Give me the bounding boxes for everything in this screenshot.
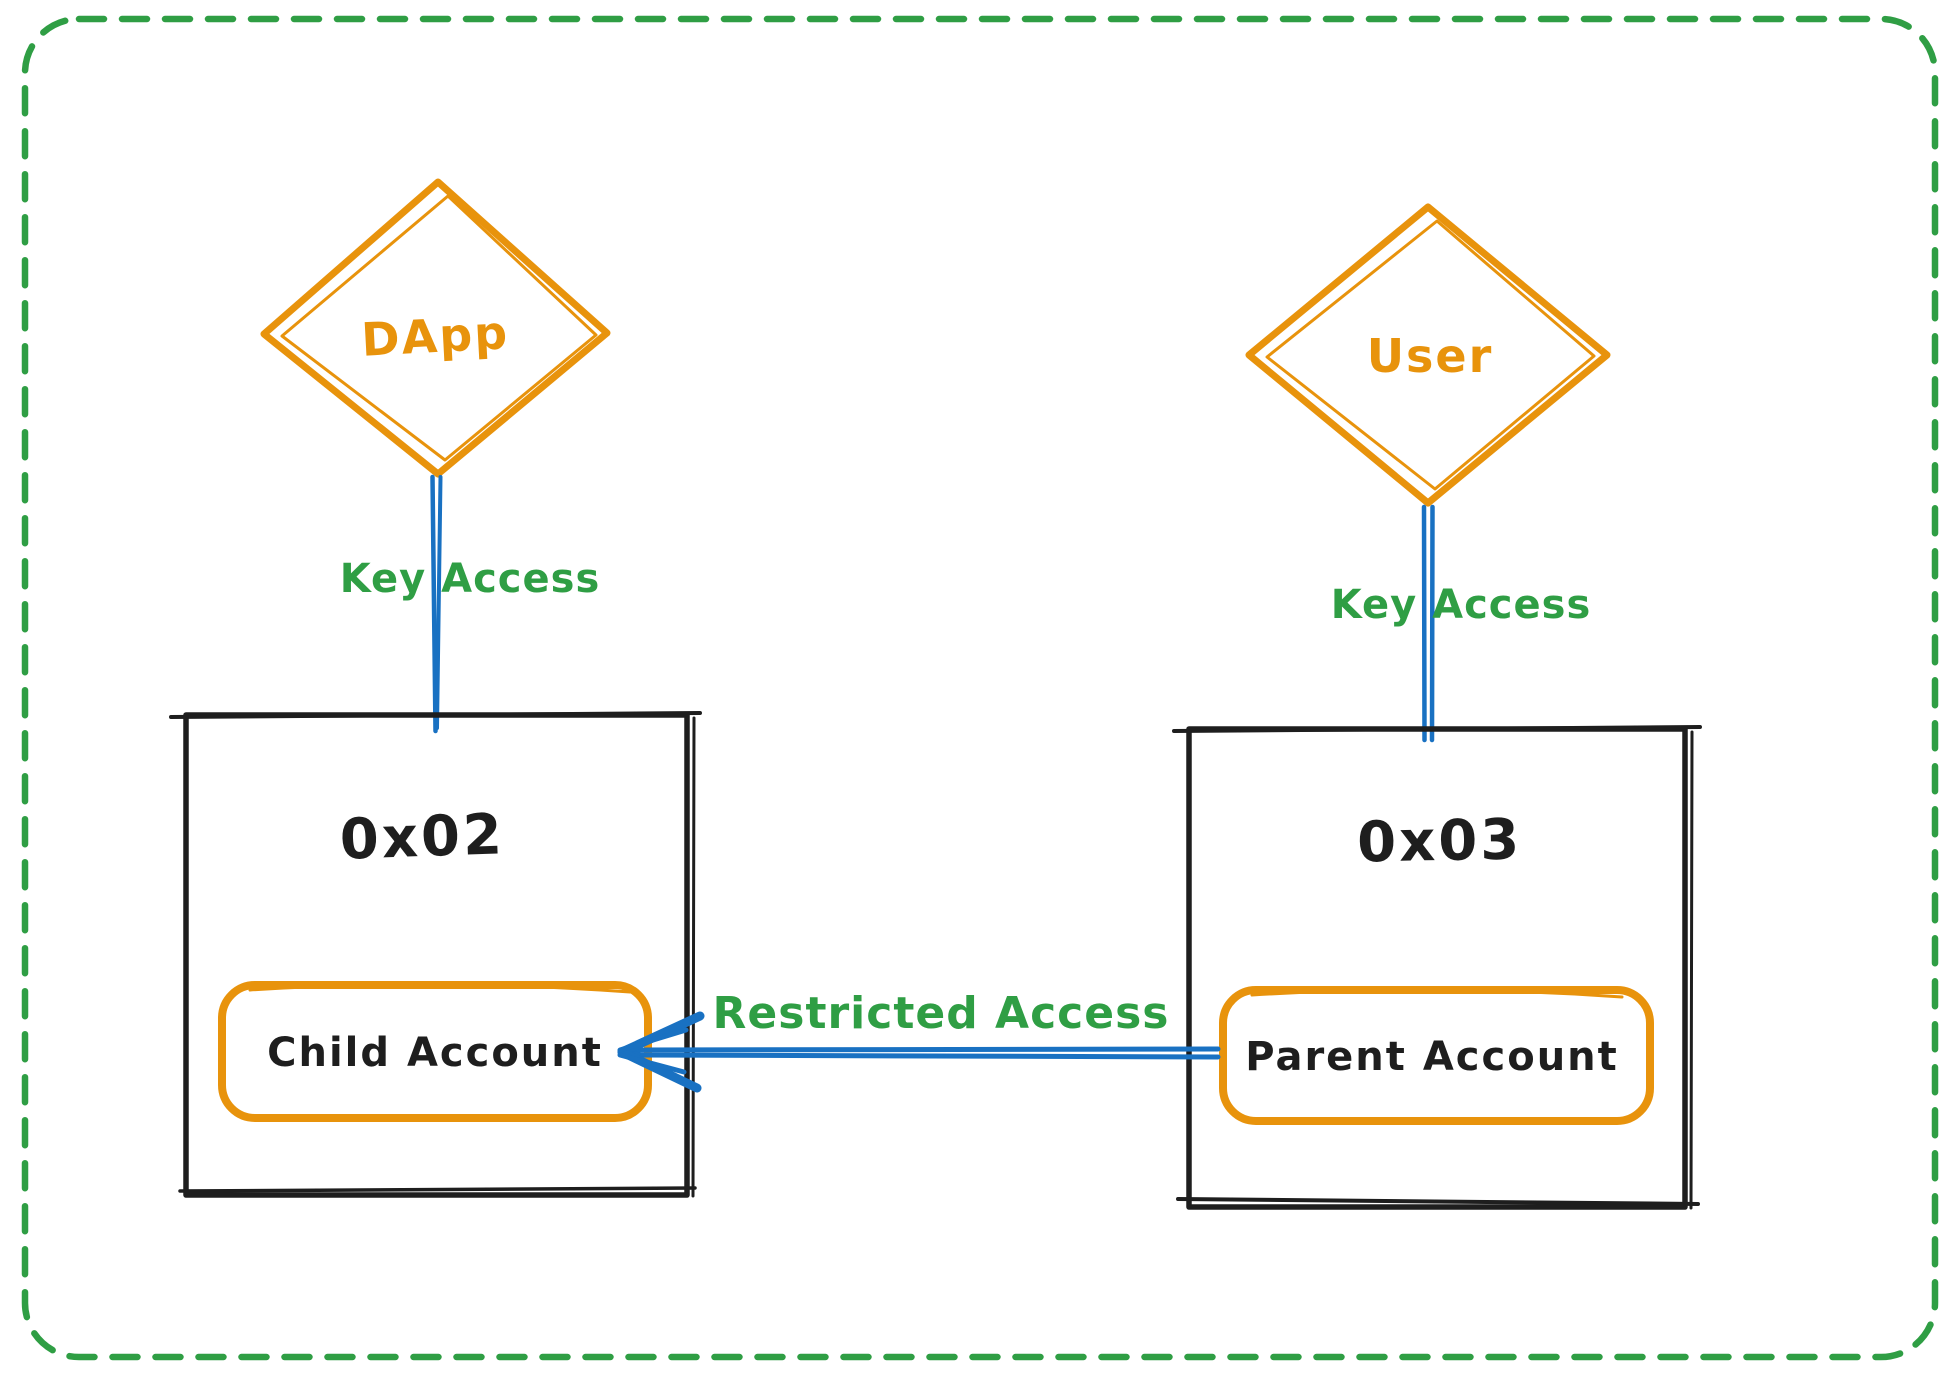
- dapp-key-access-connector: Key Access: [340, 474, 601, 734]
- account-box-0x03: 0x03 Parent Account: [1172, 725, 1702, 1210]
- arrowhead-icon: [617, 1052, 687, 1075]
- restricted-access-label: Restricted Access: [713, 988, 1170, 1039]
- account-0x02-label: 0x02: [339, 802, 506, 873]
- user-key-access-connector: Key Access: [1331, 504, 1592, 743]
- user-diamond-sketch-line: [1265, 219, 1596, 491]
- user-diamond: [1245, 203, 1611, 507]
- arrow-shaft: [623, 1046, 1221, 1055]
- account-box-outline: [183, 712, 690, 1198]
- account-box-outline: [1186, 726, 1688, 1210]
- arrow-shaft: [623, 1049, 1221, 1060]
- parent-account-pill: Parent Account: [1219, 986, 1654, 1125]
- account-0x03-label: 0x03: [1357, 808, 1523, 876]
- sketch-double-edge: [1250, 988, 1624, 999]
- connector-line: [435, 475, 443, 730]
- sketch-double-edge: [1689, 730, 1694, 1210]
- dapp-label: DApp: [360, 305, 510, 367]
- sketch-double-edge: [248, 982, 632, 994]
- connector-line: [430, 474, 438, 734]
- sketch-overshoot: [169, 711, 702, 719]
- key-access-label-right: Key Access: [1331, 582, 1592, 628]
- sketch-double-edge: [178, 1186, 697, 1193]
- user-node: User: [1245, 203, 1611, 507]
- sketch-overshoot: [1172, 725, 1702, 733]
- sketch-double-edge: [1176, 1197, 1700, 1206]
- dapp-diamond-sketch-line: [280, 194, 598, 462]
- parent-account-label: Parent Account: [1245, 1034, 1619, 1080]
- arrowhead-icon: [617, 1027, 689, 1053]
- user-label: User: [1367, 329, 1494, 383]
- sketch-double-edge: [691, 716, 696, 1198]
- connector-line: [1421, 504, 1427, 743]
- dapp-diamond: [260, 178, 611, 478]
- dashed-frame-border: [21, 15, 1939, 1361]
- connector-line: [1429, 504, 1435, 743]
- key-access-label-left: Key Access: [340, 556, 601, 602]
- child-account-label: Child Account: [267, 1030, 603, 1076]
- child-account-pill: Child Account: [218, 981, 652, 1122]
- restricted-access-arrow: Restricted Access: [617, 988, 1221, 1093]
- account-box-0x02: 0x02 Child Account: [169, 711, 702, 1198]
- dapp-node: DApp: [260, 178, 611, 478]
